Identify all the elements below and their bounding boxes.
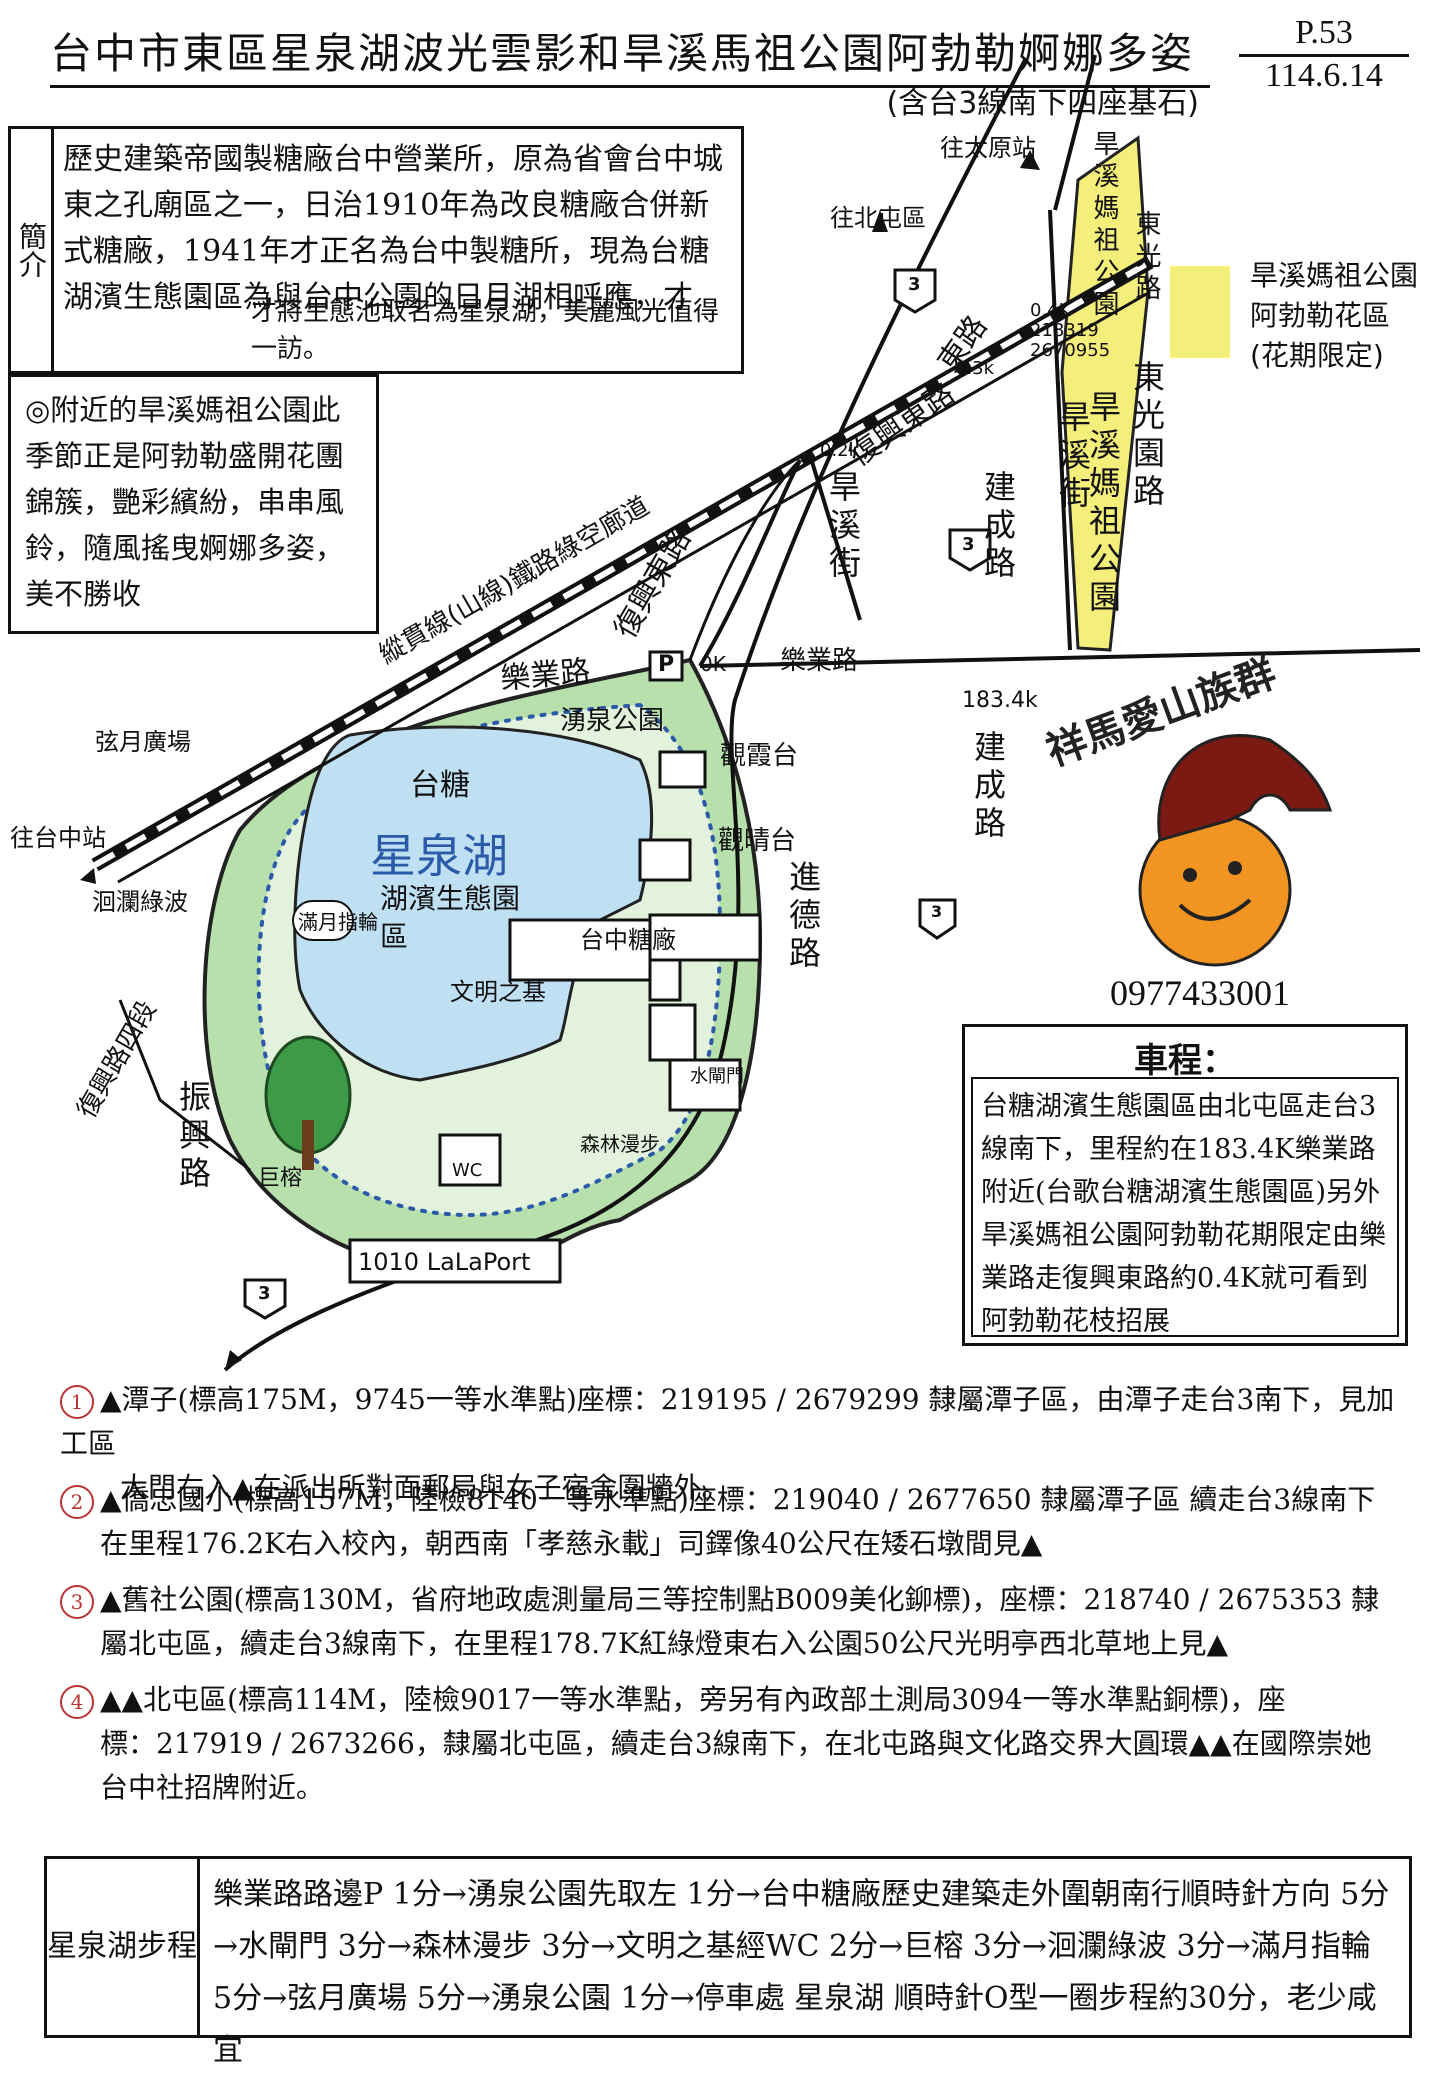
walk-tag: 星泉湖步程 [47, 1859, 200, 2035]
logo-graphic [1138, 734, 1333, 967]
road-dongguang-top [1053, 54, 1097, 211]
label-hanxi-st: 旱溪街 [1054, 400, 1092, 514]
route-heading: 車程： [1134, 1041, 1236, 1081]
label-zhenxing-rd: 振興路 [174, 1080, 212, 1194]
hw3-shield-4: 3 [258, 1283, 271, 1304]
label-dongguang-garden-rd: 東光園路 [1128, 360, 1166, 512]
label-jiancheng-rd-2: 建成路 [969, 730, 1007, 844]
benchmark-line: 標：217919 / 2673266，隸屬北屯區，續走台3線南下，在北屯路與文化… [100, 1727, 1372, 1760]
page-number: P.53 [1239, 14, 1409, 57]
benchmark-number: 3 [60, 1585, 94, 1619]
label-jinde-rd: 進德路 [784, 860, 822, 974]
page-subtitle: (含台3線南下四座基石) [886, 86, 1200, 121]
road-leye [699, 648, 1421, 668]
label-lake-sub: 湖濱生態園區 [380, 882, 521, 953]
mazu-park-area [1060, 135, 1150, 652]
benchmark-line: ▲潭子(標高175M，9745一等水準點)座標：219195 / 2679299… [60, 1383, 1395, 1460]
benchmark-number: 4 [60, 1685, 94, 1719]
label-to-taiyuan: 往太原站 [940, 134, 1036, 162]
benchmark-line: 台中社招牌附近。 [100, 1771, 325, 1804]
label-taichung-sugar: 台中糖廠 [580, 926, 676, 954]
label-taitang: 台糖 [410, 768, 470, 803]
hw3-shield-2: 3 [962, 534, 975, 555]
nearby-text: ◎附近的旱溪媽祖公園此季節正是阿勃勒盛開花團錦簇，艷彩繽紛，串串風鈴，隨風搖曳婀… [25, 393, 345, 611]
label-guanxia: 觀霞台 [720, 741, 799, 771]
benchmark-number: 2 [60, 1485, 94, 1519]
label-banyan: 巨榕 [258, 1166, 303, 1191]
benchmark-line: 在里程176.2K右入校內，朝西南「孝慈永載」司鐸像40公尺在矮石墩間見▲ [100, 1527, 1043, 1560]
label-coord-b: 2670955 [1030, 340, 1111, 361]
parking-icon: P [658, 652, 675, 677]
label-km-0: 0K [700, 652, 726, 676]
benchmark-line: 屬北屯區，續走台3線南下，在里程178.7K紅綠燈東右入公園50公尺光明亭西北草… [100, 1627, 1229, 1660]
label-forest: 森林漫步 [580, 1132, 660, 1156]
legend-line-1: 旱溪媽祖公園 [1250, 259, 1419, 292]
legend: 旱溪媽祖公園 阿勃勒花區 (花期限定) [1250, 256, 1418, 376]
label-huilan: 洄瀾綠波 [92, 888, 188, 916]
label-wenming: 文明之基 [450, 978, 546, 1006]
logo-phone: 0977433001 [1110, 973, 1290, 1013]
label-water-gate: 水閘門 [690, 1066, 744, 1087]
legend-swatch [1170, 266, 1230, 358]
label-guanqing: 觀晴台 [718, 826, 797, 856]
label-km-0-4: 0.4K [1030, 300, 1071, 321]
hw3-shield-1: 3 [908, 274, 921, 295]
label-park-top: 旱溪媽祖公園 [1089, 130, 1119, 322]
label-lake: 星泉湖 [370, 829, 508, 883]
label-manyue: 滿月指輪 [292, 900, 378, 941]
label-xianyue: 弦月廣場 [95, 728, 191, 756]
intro-text: 歷史建築帝國製糖廠台中營業所，原為省會台中城東之孔廟區之一，日治1910年為改良… [63, 142, 723, 315]
label-to-beitun: 往北屯區 [830, 204, 926, 232]
label-wc: WC [452, 1160, 483, 1181]
benchmark-2: 2▲僑忠國小(標高157M，陸檢8140一等水準點)座標：219040 / 26… [60, 1478, 1400, 1566]
intro-note: 才將生態池取名為星泉湖，美麗風光值得一訪。 [251, 297, 720, 364]
benchmark-4: 4▲▲北屯區(標高114M，陸檢9017一等水準點，旁另有內政部土測局3094一… [60, 1678, 1400, 1810]
road-dongguang [1048, 209, 1072, 651]
label-km-0-2: 0.2k [820, 440, 860, 461]
benchmark-line: 大門右入▲在派出所對面郵局與女子宿舍圍牆外。 [120, 1471, 730, 1504]
legend-line-2: 阿勃勒花區 [1250, 299, 1391, 332]
benchmark-1: 1▲潭子(標高175M，9745一等水準點)座標：219195 / 267929… [60, 1378, 1400, 1510]
label-yongquan: 湧泉公園 [560, 706, 665, 736]
label-to-taichung: 往台中站 [10, 824, 106, 852]
lake-shape [293, 725, 653, 1082]
legend-line-3: (花期限定) [1250, 339, 1384, 372]
benchmark-3: 3▲舊社公園(標高130M，省府地政處測量局三等控制點B009美化鉚標)，座標：… [60, 1578, 1400, 1666]
page-info: P.53 114.6.14 [1239, 14, 1409, 95]
banyan-tree [264, 1035, 352, 1170]
label-hanxi-mazu-park: 旱溪媽祖公園 [1084, 390, 1122, 618]
road-fuxing [698, 459, 802, 668]
intro-box: 簡介 歷史建築帝國製糖廠台中營業所，原為省會台中城東之孔廟區之一，日治1910年… [8, 126, 744, 374]
label-km-183: 183.4k [962, 688, 1038, 713]
label-dongguang-rd-top: 東光路 [1131, 210, 1161, 306]
label-coord-a: 218319 [1030, 320, 1099, 341]
nearby-box: ◎附近的旱溪媽祖公園此季節正是阿勃勒盛開花團錦簇，艷彩繽紛，串串風鈴，隨風搖曳婀… [8, 374, 379, 634]
benchmark-line: ▲舊社公園(標高130M，省府地政處測量局三等控制點B009美化鉚標)，座標：2… [100, 1583, 1380, 1616]
benchmark-number: 1 [60, 1385, 94, 1419]
label-jiancheng-rd: 建成路 [979, 470, 1017, 584]
road-hanxi-st [808, 454, 862, 621]
benchmark-line: ▲僑忠國小(標高157M，陸檢8140一等水準點)座標：219040 / 267… [100, 1483, 1376, 1516]
intro-tag: 簡介 [11, 129, 54, 371]
label-hanxi-st-2: 旱溪街 [824, 470, 862, 584]
walk-box: 星泉湖步程 樂業路路邊P 1分→湧泉公園先取左 1分→台中糖廠歷史建築走外圍朝南… [44, 1856, 1412, 2068]
label-leye-rd-2: 樂業路 [780, 646, 859, 676]
route-text: 台糖湖濱生態園區由北屯區走台3線南下，里程約在183.4K樂業路附近(台歌台糖湖… [971, 1077, 1399, 1337]
label-lalaport: 1010 LaLaPort [358, 1248, 531, 1276]
railway [91, 255, 1154, 884]
benchmark-line: ▲▲北屯區(標高114M，陸檢9017一等水準點，旁另有內政部土測局3094一等… [100, 1683, 1286, 1716]
page-date: 114.6.14 [1265, 57, 1383, 94]
label-leye-rd: 樂業路 [498, 654, 592, 697]
label-km-0-3: 0.3k [955, 358, 995, 379]
hw3-shield-3: 3 [931, 902, 943, 921]
route-box: 車程： 台糖湖濱生態園區由北屯區走台3線南下，里程約在183.4K樂業路附近(台… [962, 1024, 1408, 1346]
page-title: 台中市東區星泉湖波光雲影和旱溪馬祖公園阿勃勒婀娜多姿 [50, 20, 1210, 88]
walk-text: 樂業路路邊P 1分→湧泉公園先取左 1分→台中糖廠歷史建築走外圍朝南行順時針方向… [213, 1877, 1390, 2068]
